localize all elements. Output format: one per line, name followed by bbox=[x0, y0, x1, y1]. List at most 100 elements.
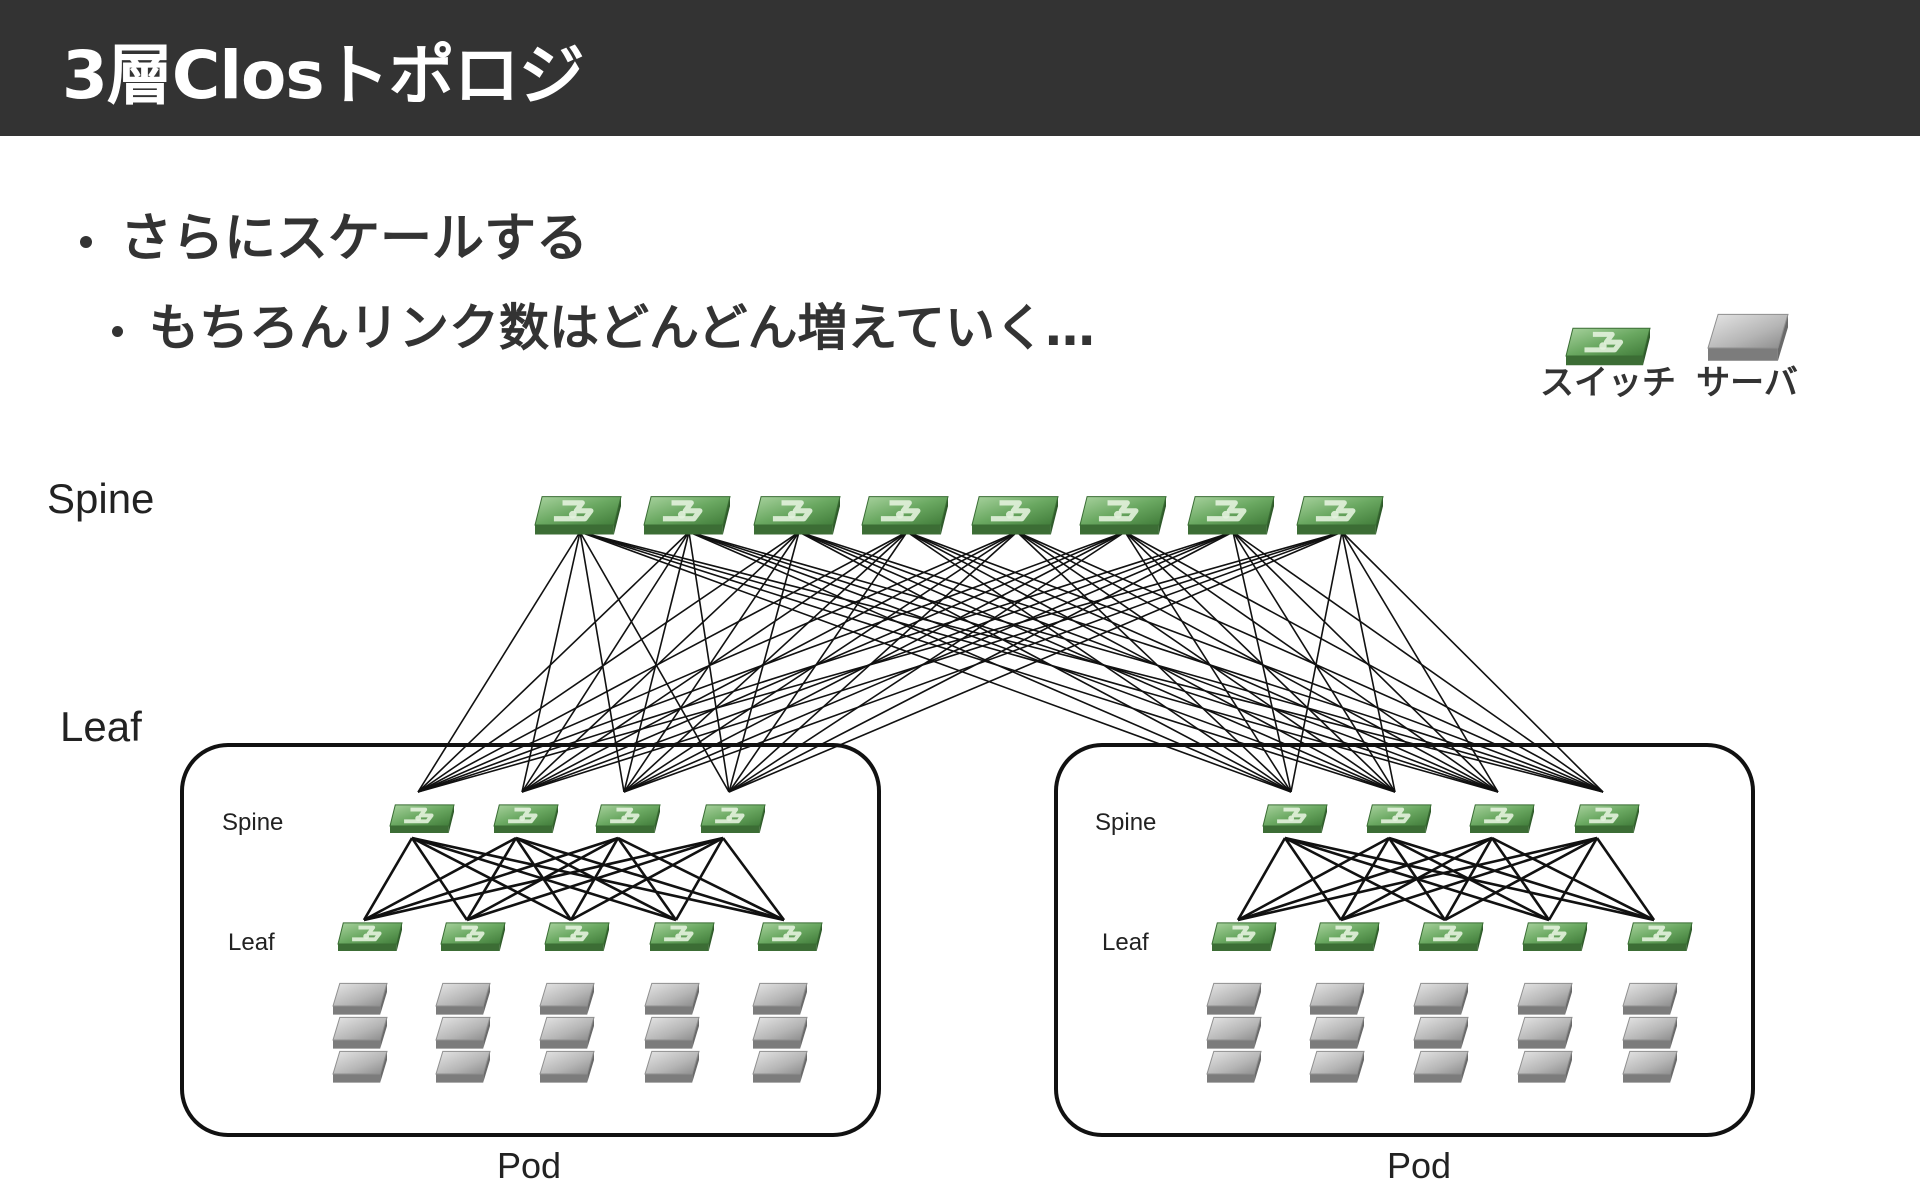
server-icon bbox=[752, 1050, 808, 1083]
link-line bbox=[728, 531, 1234, 793]
link-line bbox=[1595, 837, 1656, 921]
server-icon bbox=[1622, 1016, 1678, 1049]
link-line bbox=[1016, 531, 1292, 793]
bullet-text: もちろんリンク数はどんどん増えていく… bbox=[149, 299, 1095, 357]
pod-spine-label: Spine bbox=[222, 809, 283, 836]
legend-server-label: サーバ bbox=[1696, 363, 1798, 403]
link-line bbox=[417, 531, 581, 793]
sub-bullet-item: もちろんリンク数はどんどん増えていく… bbox=[112, 288, 1095, 360]
server-icon bbox=[435, 1016, 491, 1049]
link-line bbox=[515, 836, 785, 922]
link-line bbox=[1341, 531, 1604, 793]
link-line bbox=[1016, 531, 1396, 793]
super-spine-switch-icon bbox=[1187, 496, 1275, 535]
bullet-dot bbox=[80, 236, 92, 248]
server-icon bbox=[539, 1050, 595, 1083]
pod-leaf-label: Leaf bbox=[1102, 929, 1149, 956]
link-line bbox=[721, 837, 786, 921]
link-line bbox=[1232, 531, 1396, 793]
pod-spine-switch-icon bbox=[595, 804, 661, 834]
link-line bbox=[570, 836, 724, 922]
server-icon bbox=[644, 1050, 700, 1083]
link-line bbox=[728, 531, 1018, 793]
link-line bbox=[362, 837, 414, 921]
link-line bbox=[579, 531, 1396, 793]
link-line bbox=[1237, 836, 1598, 922]
legend-switch-icon bbox=[1565, 327, 1651, 366]
link-line bbox=[579, 531, 1292, 793]
link-line bbox=[623, 531, 690, 793]
link-line bbox=[1290, 531, 1343, 793]
server-icon bbox=[435, 982, 491, 1015]
link-line bbox=[1124, 531, 1396, 793]
server-icon bbox=[1413, 982, 1469, 1015]
pod-spine-switch-icon bbox=[700, 804, 766, 834]
link-line bbox=[1016, 531, 1604, 793]
server-icon bbox=[1517, 982, 1573, 1015]
server-icon bbox=[1622, 982, 1678, 1015]
title-bar: 3層Closトポロジ bbox=[0, 0, 1920, 136]
super-spine-switch-icon bbox=[971, 496, 1059, 535]
link-line bbox=[417, 531, 690, 793]
server-icon bbox=[1517, 1050, 1573, 1083]
server-icon bbox=[332, 1016, 388, 1049]
pod-spine-label: Spine bbox=[1095, 809, 1156, 836]
pod-spine-switch-icon bbox=[1469, 804, 1535, 834]
server-icon bbox=[435, 1050, 491, 1083]
super-spine-switch-icon bbox=[1079, 496, 1167, 535]
pod-spine-switch-icon bbox=[493, 804, 559, 834]
link-line bbox=[906, 531, 1396, 793]
super-spine-switch-icon bbox=[753, 496, 841, 535]
server-icon bbox=[539, 982, 595, 1015]
pod-leaf-switch-icon bbox=[1211, 922, 1277, 952]
link-line bbox=[1236, 837, 1287, 921]
server-icon bbox=[752, 982, 808, 1015]
link-line bbox=[466, 836, 724, 922]
link-line bbox=[579, 531, 1604, 793]
link-line bbox=[617, 836, 785, 922]
link-line bbox=[1444, 836, 1598, 922]
pod-leaf-switch-icon bbox=[1418, 922, 1484, 952]
server-icon bbox=[332, 982, 388, 1015]
link-line bbox=[623, 531, 800, 793]
bullet-text: さらにスケールする bbox=[120, 209, 589, 269]
link-line bbox=[728, 531, 1126, 793]
link-line bbox=[623, 531, 1343, 793]
link-line bbox=[1124, 531, 1604, 793]
bullet-item: さらにスケールする bbox=[80, 196, 588, 271]
link-line bbox=[728, 531, 908, 793]
server-icon bbox=[332, 1050, 388, 1083]
link-line bbox=[728, 531, 1343, 793]
super-spine-switch-icon bbox=[1296, 496, 1384, 535]
server-icon bbox=[1413, 1050, 1469, 1083]
legend-server-icon bbox=[1707, 313, 1789, 361]
link-line bbox=[688, 531, 730, 793]
link-line bbox=[798, 531, 1604, 793]
link-line bbox=[1547, 837, 1599, 921]
pod-spine-switch-icon bbox=[1262, 804, 1328, 834]
link-line bbox=[1341, 531, 1396, 793]
link-line bbox=[1340, 836, 1598, 922]
super-spine-switch-icon bbox=[643, 496, 731, 535]
pod-leaf-switch-icon bbox=[440, 922, 506, 952]
link-line bbox=[688, 531, 1604, 793]
link-line bbox=[1232, 531, 1292, 793]
link-line bbox=[521, 531, 581, 793]
link-line bbox=[623, 531, 1234, 793]
server-icon bbox=[644, 1016, 700, 1049]
link-line bbox=[798, 531, 1292, 793]
link-line bbox=[623, 531, 1018, 793]
server-icon bbox=[1517, 1016, 1573, 1049]
pod-label: Pod bbox=[497, 1145, 561, 1186]
super-spine-switch-icon bbox=[861, 496, 949, 535]
slide-title: 3層Closトポロジ bbox=[62, 37, 585, 114]
pod-label: Pod bbox=[1387, 1145, 1451, 1186]
link-line bbox=[1237, 836, 1390, 922]
server-icon bbox=[1622, 1050, 1678, 1083]
pod-leaf-switch-icon bbox=[757, 922, 823, 952]
link-line bbox=[1232, 531, 1604, 793]
pod-leaf-switch-icon bbox=[649, 922, 715, 952]
link-line bbox=[521, 531, 690, 793]
link-line bbox=[798, 531, 1396, 793]
